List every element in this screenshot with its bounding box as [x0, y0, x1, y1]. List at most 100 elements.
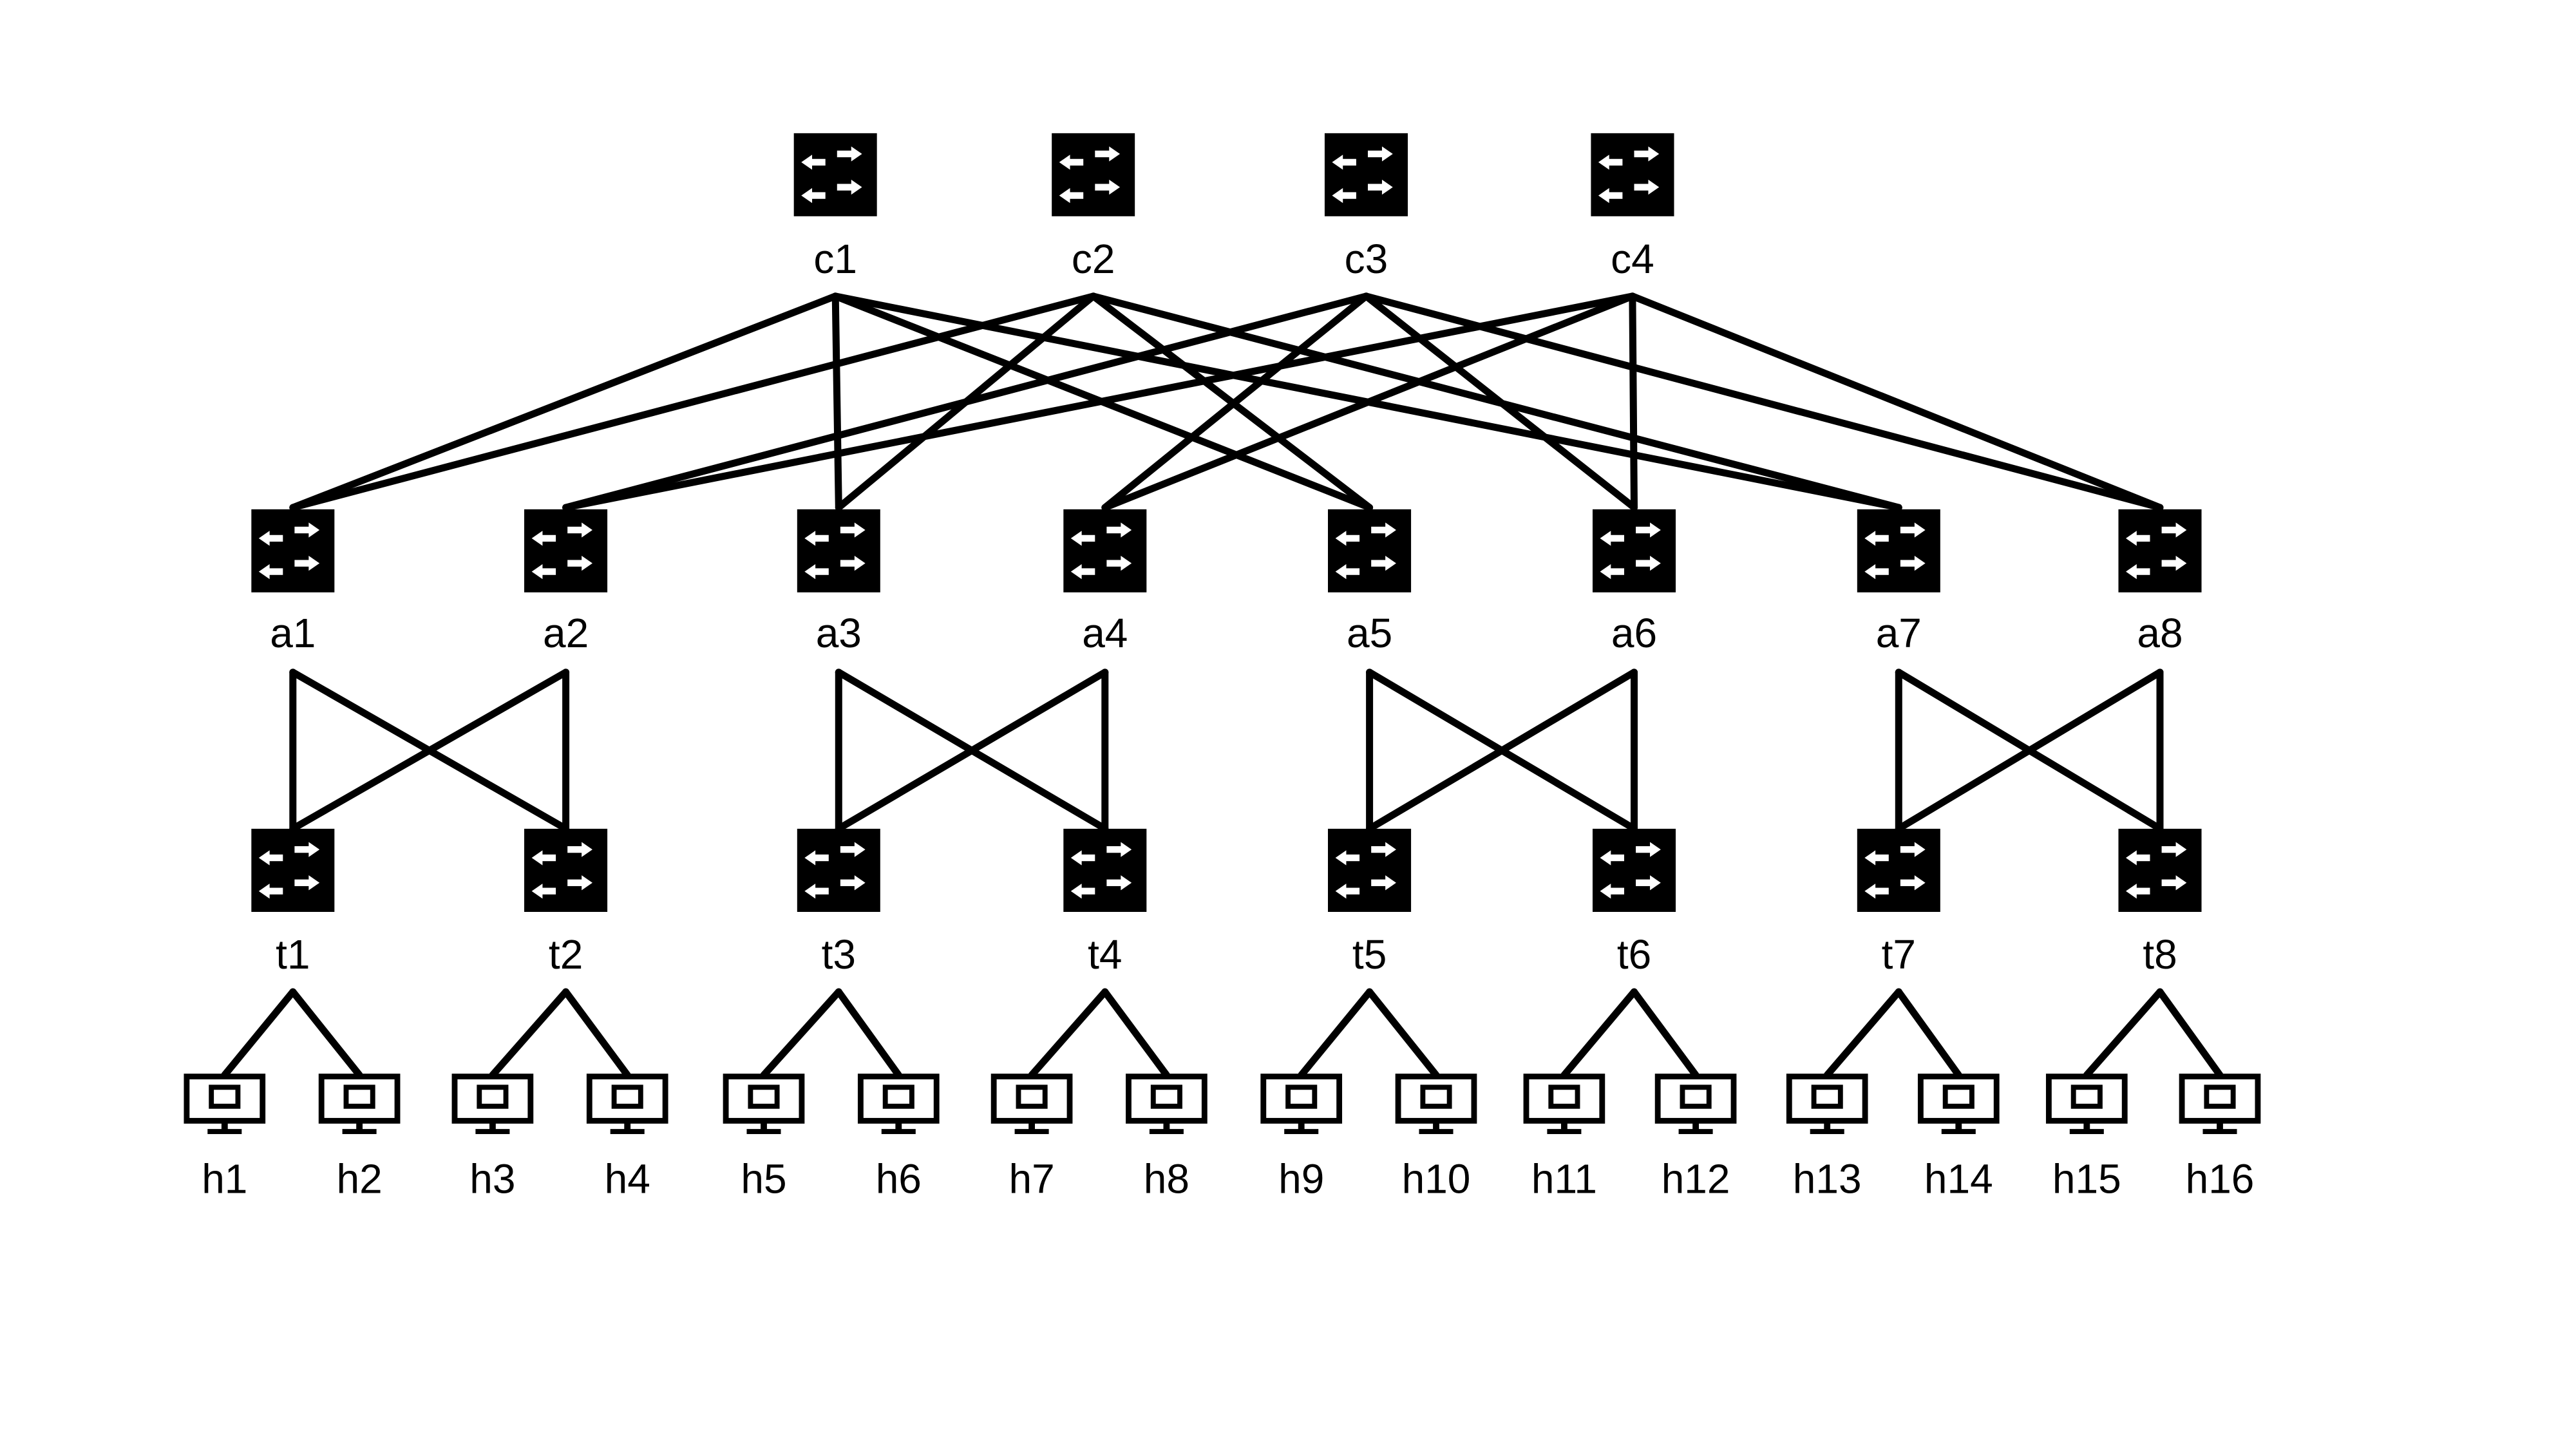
link-c4-a4: [1101, 292, 1636, 511]
node-t8: t8: [2118, 828, 2202, 978]
node-t7: t7: [1857, 828, 1940, 978]
link-t7-h14: [1895, 988, 1962, 1079]
link-t3-h6: [835, 988, 902, 1079]
links-layer: [221, 292, 2224, 1079]
link-c4-a6: [1629, 292, 1638, 511]
monitor-icon: [1264, 1077, 1340, 1134]
node-h12: h12: [1658, 1077, 1734, 1202]
node-label-h5: h5: [741, 1156, 786, 1202]
monitor-icon: [187, 1077, 263, 1134]
node-label-t8: t8: [2143, 931, 2177, 978]
node-label-t6: t6: [1617, 931, 1651, 978]
node-c2: c2: [1052, 133, 1135, 282]
switch-icon: [1328, 509, 1412, 592]
node-label-h2: h2: [337, 1156, 383, 1202]
node-label-t3: t3: [822, 931, 856, 978]
link-t4-h8: [1101, 988, 1170, 1079]
node-label-a2: a2: [543, 610, 589, 656]
node-h11: h11: [1526, 1077, 1602, 1202]
switch-icon: [1591, 133, 1674, 216]
node-h9: h9: [1264, 1077, 1340, 1202]
link-t2-h4: [562, 988, 631, 1079]
node-a5: a5: [1328, 509, 1412, 656]
switch-icon: [251, 828, 335, 912]
monitor-icon: [589, 1077, 665, 1134]
node-label-h14: h14: [1924, 1156, 1993, 1202]
link-t4-h7: [1028, 988, 1109, 1079]
node-a4: a4: [1063, 509, 1147, 656]
node-h16: h16: [2182, 1077, 2258, 1202]
node-t5: t5: [1328, 828, 1412, 978]
switch-icon: [1592, 828, 1676, 912]
monitor-icon: [860, 1077, 936, 1134]
node-label-a7: a7: [1876, 610, 1922, 656]
node-label-h13: h13: [1793, 1156, 1862, 1202]
node-label-t5: t5: [1352, 931, 1387, 978]
node-label-h16: h16: [2186, 1156, 2255, 1202]
link-c3-a6: [1362, 292, 1638, 511]
monitor-icon: [994, 1077, 1070, 1134]
link-t3-h5: [760, 988, 842, 1079]
switch-icon: [1324, 133, 1408, 216]
node-c1: c1: [793, 133, 877, 282]
link-a2-t1: [289, 668, 570, 833]
node-a3: a3: [797, 509, 880, 656]
node-label-h12: h12: [1662, 1156, 1730, 1202]
switch-icon: [797, 828, 880, 912]
node-label-h9: h9: [1278, 1156, 1324, 1202]
monitor-icon: [321, 1077, 397, 1134]
node-label-h3: h3: [469, 1156, 515, 1202]
monitor-icon: [2182, 1077, 2258, 1134]
switch-icon: [797, 509, 880, 592]
node-t1: t1: [251, 828, 335, 978]
node-label-c1: c1: [813, 236, 857, 282]
link-t6-h11: [1560, 988, 1638, 1079]
switch-icon: [793, 133, 877, 216]
node-h7: h7: [994, 1077, 1070, 1202]
node-label-a3: a3: [816, 610, 862, 656]
link-t1-h1: [221, 988, 297, 1079]
node-label-h11: h11: [1531, 1156, 1597, 1202]
node-a8: a8: [2118, 509, 2202, 656]
node-label-h6: h6: [876, 1156, 922, 1202]
node-label-t4: t4: [1088, 931, 1122, 978]
node-h2: h2: [321, 1077, 397, 1202]
switch-icon: [524, 509, 608, 592]
monitor-icon: [726, 1077, 802, 1134]
link-c2-a1: [289, 292, 1097, 511]
link-t5-h9: [1298, 988, 1374, 1079]
node-label-a1: a1: [270, 610, 316, 656]
link-a4-t3: [835, 668, 1109, 833]
node-h3: h3: [455, 1077, 531, 1202]
node-t3: t3: [797, 828, 880, 978]
node-t2: t2: [524, 828, 608, 978]
node-label-t2: t2: [549, 931, 583, 978]
monitor-icon: [1658, 1077, 1734, 1134]
node-h15: h15: [2049, 1077, 2125, 1202]
monitor-icon: [1398, 1077, 1474, 1134]
node-label-c3: c3: [1345, 236, 1388, 282]
switch-icon: [2118, 828, 2202, 912]
switch-icon: [2118, 509, 2202, 592]
switch-icon: [1857, 828, 1940, 912]
switch-icon: [1063, 509, 1147, 592]
switch-icon: [1063, 828, 1147, 912]
node-label-t7: t7: [1882, 931, 1916, 978]
node-label-h7: h7: [1009, 1156, 1055, 1202]
link-c1-a1: [289, 292, 839, 511]
node-label-h1: h1: [202, 1156, 247, 1202]
link-c1-a3: [831, 292, 842, 511]
link-t5-h10: [1366, 988, 1440, 1079]
link-c4-a8: [1629, 292, 2164, 511]
switch-icon: [524, 828, 608, 912]
node-label-a5: a5: [1347, 610, 1392, 656]
node-label-a4: a4: [1082, 610, 1128, 656]
node-label-c4: c4: [1611, 236, 1654, 282]
node-h1: h1: [187, 1077, 263, 1202]
monitor-icon: [1128, 1077, 1204, 1134]
node-label-h15: h15: [2052, 1156, 2121, 1202]
monitor-icon: [1526, 1077, 1602, 1134]
link-t1-h2: [289, 988, 363, 1079]
link-c3-a2: [562, 292, 1370, 511]
switch-icon: [1592, 509, 1676, 592]
